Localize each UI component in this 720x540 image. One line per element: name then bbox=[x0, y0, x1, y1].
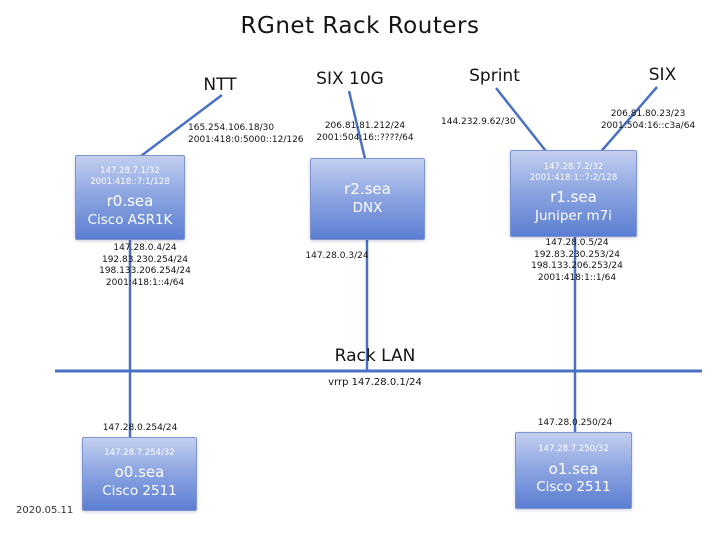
console-lan-address-o1: 147.28.0.250/24 bbox=[537, 418, 613, 428]
router-lan-addresses-r0: 147.28.0.4/24 192.83.230.254/24 198.133.… bbox=[99, 243, 191, 289]
link-line-sprint bbox=[495, 87, 550, 156]
vrrp-address: vrrp 147.28.0.1/24 bbox=[328, 377, 422, 388]
link-line-six bbox=[597, 86, 658, 156]
rack-lan-label: Rack LAN bbox=[334, 346, 416, 366]
uplink-addresses-sprint: 144.232.9.62/30 bbox=[441, 117, 516, 127]
router-loopbacks-r0: 147.28.7.1/32 2001:418::7:1/128 bbox=[90, 165, 170, 187]
router-box-r0: 147.28.7.1/32 2001:418::7:1/128 r0.sea C… bbox=[75, 155, 185, 240]
router-name-r2: r2.sea bbox=[344, 180, 391, 199]
console-model-o1: Cisco 2511 bbox=[536, 479, 611, 496]
router-model-r2: DNX bbox=[352, 199, 383, 216]
link-line-six10g bbox=[347, 90, 368, 164]
router-name-r1: r1.sea bbox=[550, 188, 597, 207]
link-line-ntt bbox=[132, 94, 223, 163]
uplink-addresses-six: 206.81.80.23/23 2001:504:16::c3a/64 bbox=[600, 109, 696, 131]
router-model-r0: Cisco ASR1K bbox=[87, 211, 173, 228]
uplink-label-six: SIX bbox=[648, 65, 677, 85]
console-box-o0: 147.28.7.254/32 o0.sea Cisco 2511 bbox=[82, 437, 197, 511]
console-model-o0: Cisco 2511 bbox=[102, 482, 177, 499]
console-loopback-o1: 147.28.7.250/32 bbox=[538, 444, 609, 455]
uplink-addresses-six10g: 206.81.81.212/24 2001:504:16::????/64 bbox=[316, 121, 414, 143]
uplink-label-ntt: NTT bbox=[203, 75, 237, 95]
console-lan-address-o0: 147.28.0.254/24 bbox=[102, 423, 178, 433]
console-box-o1: 147.28.7.250/32 o1.sea Cisco 2511 bbox=[515, 432, 632, 509]
router-box-r1: 147.28.7.2/32 2001:418:1::7:2/128 r1.sea… bbox=[510, 150, 637, 237]
uplink-addresses-ntt: 165.254.106.18/30 2001:418:0:5000::12/12… bbox=[188, 123, 304, 145]
router-box-r2: r2.sea DNX bbox=[310, 158, 425, 240]
router-lan-addresses-r1: 147.28.0.5/24 192.83.230.253/24 198.133.… bbox=[531, 238, 623, 284]
router-lan-addresses-r2: 147.28.0.3/24 bbox=[305, 251, 369, 261]
console-name-o0: o0.sea bbox=[114, 463, 165, 482]
router-model-r1: Juniper m7i bbox=[534, 207, 613, 224]
diagram-title: RGnet Rack Routers bbox=[240, 13, 480, 39]
uplink-label-sprint: Sprint bbox=[469, 66, 520, 86]
console-loopback-o0: 147.28.7.254/32 bbox=[104, 447, 175, 458]
console-name-o1: o1.sea bbox=[548, 459, 599, 478]
router-name-r0: r0.sea bbox=[106, 192, 154, 211]
uplink-label-six10g: SIX 10G bbox=[316, 69, 384, 89]
router-loopbacks-r1: 147.28.7.2/32 2001:418:1::7:2/128 bbox=[529, 161, 618, 183]
slide-date: 2020.05.11 bbox=[16, 505, 74, 516]
